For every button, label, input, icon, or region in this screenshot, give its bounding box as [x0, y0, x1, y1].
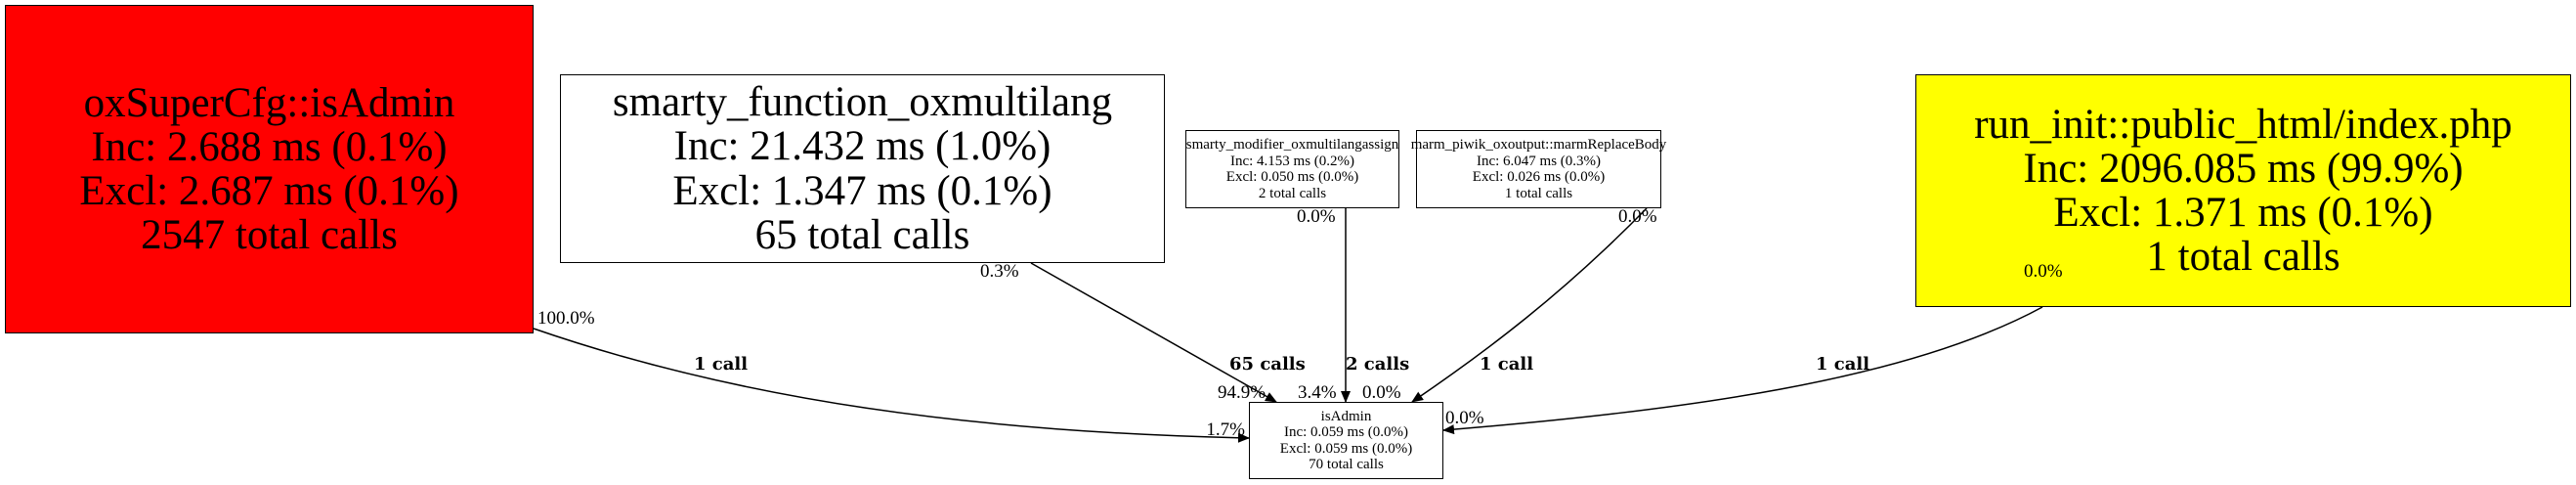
node-calls: 1 total calls: [1504, 185, 1573, 201]
edge-label-head-pct: 0.0%: [1445, 408, 1484, 428]
node-calls: 70 total calls: [1309, 457, 1384, 472]
node-calls: 1 total calls: [2146, 234, 2340, 281]
node-inc: Inc: 0.059 ms (0.0%): [1283, 424, 1409, 440]
node-name: smarty_modifier_oxmultilangassign: [1185, 137, 1399, 153]
edge-oxsupercfg-to-isadmin: [533, 328, 1250, 443]
node-inc: Inc: 2.688 ms (0.1%): [91, 123, 448, 170]
node-excl: Excl: 1.371 ms (0.1%): [2053, 190, 2433, 236]
edge-label-tail-pct: 0.0%: [2024, 261, 2063, 282]
edge-label-calls: 1 call: [1480, 354, 1534, 375]
node-name: marm_piwik_oxoutput::marmReplaceBody: [1410, 137, 1667, 153]
edge-label-head-pct: 3.4%: [1298, 382, 1337, 403]
node-name: smarty_function_oxmultilang: [612, 79, 1113, 126]
node-name: oxSuperCfg::isAdmin: [83, 79, 455, 126]
edge-marm-piwik-to-isadmin: [1411, 207, 1648, 403]
node-excl: Excl: 2.687 ms (0.1%): [79, 168, 459, 214]
node-calls: 2547 total calls: [141, 212, 398, 259]
edge-label-tail-pct: 0.3%: [980, 261, 1019, 282]
edge-label-calls: 65 calls: [1229, 354, 1306, 375]
edge-label-calls: 1 call: [694, 354, 749, 375]
edge-smarty-function-to-isadmin: [1030, 262, 1277, 403]
edge-label-calls: 1 call: [1816, 354, 1870, 375]
edge-label-tail-pct: 0.0%: [1297, 206, 1336, 227]
node-inc: Inc: 2096.085 ms (99.9%): [2023, 145, 2464, 192]
node-calls: 2 total calls: [1258, 185, 1327, 201]
edge-label-calls: 2 calls: [1346, 354, 1410, 375]
edge-run-init-to-isadmin: [1442, 306, 2043, 435]
node-inc: Inc: 21.432 ms (1.0%): [673, 123, 1052, 170]
node-excl: Excl: 0.059 ms (0.0%): [1279, 440, 1413, 457]
edge-label-head-pct: 1.7%: [1206, 419, 1245, 440]
node-excl: Excl: 0.026 ms (0.0%): [1472, 169, 1606, 185]
edge-label-tail-pct: 0.0%: [1618, 206, 1657, 227]
node-name: run_init::public_html/index.php: [1974, 101, 2512, 148]
edge-label-tail-pct: 100.0%: [537, 308, 595, 329]
node-calls: 65 total calls: [754, 211, 970, 258]
node-excl: Excl: 1.347 ms (0.1%): [672, 167, 1052, 214]
node-inc: Inc: 4.153 ms (0.2%): [1229, 153, 1355, 169]
node-name: isAdmin: [1320, 408, 1372, 424]
edge-label-head-pct: 0.0%: [1362, 382, 1401, 403]
node-excl: Excl: 0.050 ms (0.0%): [1225, 169, 1359, 185]
node-inc: Inc: 6.047 ms (0.3%): [1476, 153, 1602, 169]
edge-label-head-pct: 94.9%: [1218, 382, 1267, 403]
